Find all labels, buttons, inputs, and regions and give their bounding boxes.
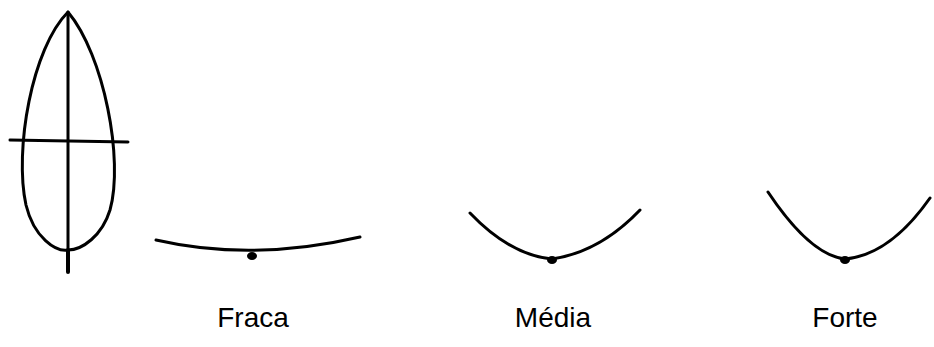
midrib-dot — [247, 252, 257, 260]
midrib-dot — [840, 256, 850, 264]
section-curve-medium — [470, 210, 640, 259]
intensity-label: Média — [515, 301, 591, 335]
section-curve-weak — [156, 237, 360, 250]
intensity-label: Forte — [812, 301, 877, 335]
intensity-label: Fraca — [217, 301, 289, 335]
midrib-dot — [547, 256, 557, 264]
cross-line — [10, 140, 128, 142]
leaf-outline — [22, 12, 114, 250]
section-curve-strong — [768, 192, 930, 259]
leaf-petiole — [66, 250, 70, 272]
leaf-midrib — [67, 12, 70, 250]
